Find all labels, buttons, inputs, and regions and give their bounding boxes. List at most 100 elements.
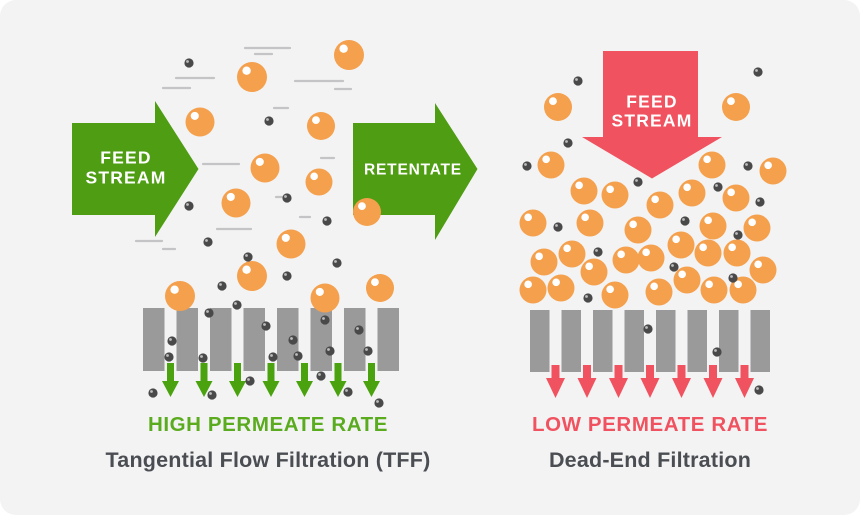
particle-highlight: [682, 218, 685, 221]
membrane-bar: [687, 310, 707, 372]
orange-particle: [749, 256, 777, 284]
particle-highlight: [281, 233, 290, 242]
particle-highlight: [552, 278, 560, 287]
particle-highlight: [327, 348, 330, 351]
dark-particle: [713, 182, 723, 192]
orange-particle: [558, 240, 586, 268]
particle-highlight: [266, 118, 269, 121]
low-permeate-rate-label: LOW PERMEATE RATE: [531, 413, 769, 436]
particle-highlight: [226, 192, 235, 201]
particle-highlight: [295, 353, 298, 356]
particle-highlight: [705, 280, 713, 289]
permeate-arrow: [195, 363, 213, 397]
orange-particle: [537, 151, 565, 179]
dark-particle: [680, 216, 690, 226]
particle-highlight: [683, 183, 691, 192]
particle-highlight: [635, 179, 638, 182]
orange-particle: [310, 283, 340, 313]
particle-highlight: [585, 262, 593, 271]
membrane-left: [143, 308, 399, 371]
dark-particle: [643, 324, 653, 334]
orange-particle: [576, 209, 604, 237]
dark-particle: [573, 76, 583, 86]
orange-particle: [699, 212, 727, 240]
particle-highlight: [263, 323, 266, 326]
particle-highlight: [242, 265, 251, 274]
orange-particle: [694, 239, 722, 267]
large-particles-right: [519, 93, 787, 309]
high-permeate-rate-label: HIGH PERMEATE RATE: [147, 413, 389, 436]
permeate-arrow: [229, 363, 246, 397]
particle-highlight: [714, 349, 717, 352]
particle-highlight: [606, 285, 614, 294]
orange-particle: [353, 198, 381, 226]
small-particles-left: [148, 58, 384, 408]
dark-particle: [332, 258, 342, 268]
orange-particle: [221, 188, 251, 218]
dark-particle: [374, 398, 384, 408]
particle-highlight: [234, 302, 237, 305]
orange-particle: [305, 168, 333, 196]
particle-highlight: [629, 220, 637, 229]
particle-highlight: [651, 195, 659, 204]
dark-particle: [553, 222, 563, 232]
orange-particle: [530, 248, 558, 276]
permeate-arrow: [296, 363, 313, 397]
permeate-arrow: [363, 363, 380, 397]
orange-particle: [250, 153, 280, 183]
dark-particle: [753, 67, 763, 77]
permeate-arrow: [703, 365, 723, 398]
particle-highlight: [245, 254, 248, 257]
particle-highlight: [672, 235, 680, 244]
particle-highlight: [730, 275, 733, 278]
dark-particle: [743, 161, 753, 171]
orange-particle: [237, 62, 267, 92]
dark-particle: [754, 385, 764, 395]
dark-particle: [728, 273, 738, 283]
orange-particle: [673, 266, 701, 294]
particle-highlight: [169, 338, 172, 341]
dark-particle: [217, 281, 227, 291]
membrane-bar: [656, 310, 676, 372]
particle-highlight: [318, 373, 321, 376]
particle-highlight: [563, 244, 571, 253]
dark-particle: [288, 335, 298, 345]
dark-particle: [320, 315, 330, 325]
orange-particle: [645, 278, 673, 306]
particle-highlight: [617, 250, 625, 259]
orange-particle: [678, 179, 706, 207]
permeate-arrow: [546, 365, 565, 398]
membrane-bar: [593, 310, 613, 372]
dark-particle: [184, 58, 194, 68]
orange-particle: [165, 281, 195, 311]
particle-highlight: [754, 260, 762, 269]
permeate-arrow: [640, 365, 660, 398]
particle-highlight: [756, 387, 759, 390]
orange-particle: [637, 244, 665, 272]
particle-highlight: [585, 295, 588, 298]
particle-highlight: [764, 161, 772, 170]
feed-stream-arrow-left: [72, 101, 199, 237]
dark-particle: [593, 247, 603, 257]
particle-highlight: [339, 44, 348, 53]
orange-particle: [237, 261, 267, 291]
membrane-right: [530, 310, 770, 372]
particle-highlight: [757, 199, 760, 202]
dark-particle: [293, 351, 303, 361]
orange-particle: [366, 274, 394, 302]
dark-particle: [363, 346, 373, 356]
orange-particle: [544, 93, 572, 121]
membrane-bar: [719, 310, 739, 372]
particle-highlight: [334, 260, 337, 263]
dark-particle: [148, 388, 158, 398]
membrane-bar: [143, 308, 165, 371]
particle-highlight: [310, 172, 318, 181]
particle-highlight: [575, 78, 578, 81]
particle-highlight: [206, 310, 209, 313]
speed-lines: [134, 46, 353, 251]
permeate-arrow: [162, 363, 179, 397]
particle-highlight: [645, 326, 648, 329]
particle-highlight: [565, 140, 568, 143]
orange-particle: [698, 151, 726, 179]
